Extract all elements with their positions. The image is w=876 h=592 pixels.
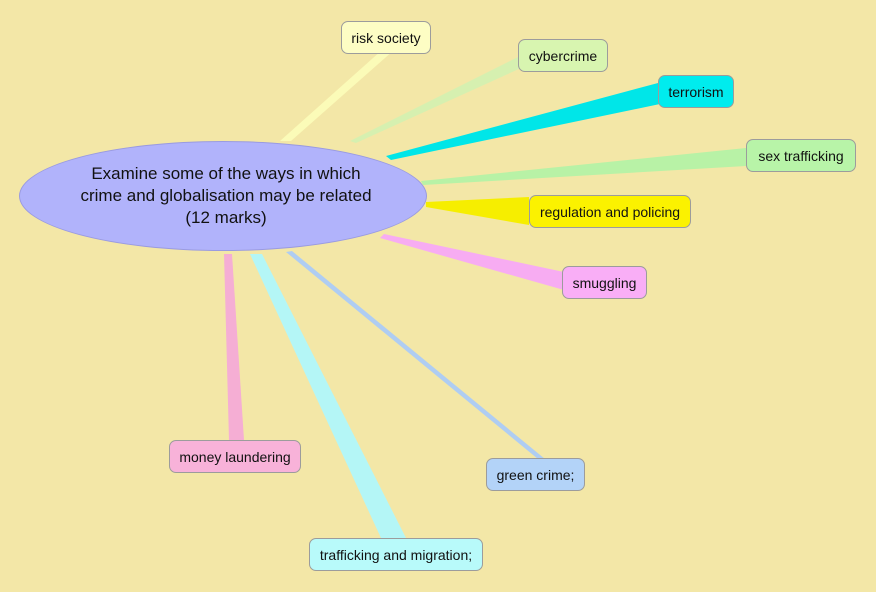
node-smuggling[interactable]: smuggling bbox=[562, 266, 647, 299]
node-trafficking-and-migration[interactable]: trafficking and migration; bbox=[309, 538, 483, 571]
node-label: green crime; bbox=[496, 466, 575, 483]
connector-regulation-and-policing bbox=[426, 197, 529, 225]
connector-sex-trafficking bbox=[421, 148, 746, 185]
central-topic-text: Examine some of the ways in which crime … bbox=[80, 164, 372, 227]
central-topic[interactable]: Examine some of the ways in which crime … bbox=[19, 141, 427, 251]
connector-terrorism bbox=[386, 83, 660, 160]
node-label: trafficking and migration; bbox=[319, 546, 473, 563]
node-label: regulation and policing bbox=[539, 203, 681, 220]
node-sex-trafficking[interactable]: sex trafficking bbox=[746, 139, 856, 172]
connector-risk-society bbox=[280, 50, 394, 141]
node-green-crime[interactable]: green crime; bbox=[486, 458, 585, 491]
connector-trafficking-and-migration bbox=[250, 254, 406, 538]
node-label: money laundering bbox=[179, 448, 291, 465]
node-label: terrorism bbox=[668, 83, 724, 100]
connector-green-crime bbox=[286, 251, 545, 459]
node-risk-society[interactable]: risk society bbox=[341, 21, 431, 54]
node-regulation-and-policing[interactable]: regulation and policing bbox=[529, 195, 691, 228]
node-label: cybercrime bbox=[528, 47, 598, 64]
node-money-laundering[interactable]: money laundering bbox=[169, 440, 301, 473]
connector-money-laundering bbox=[224, 254, 244, 440]
node-cybercrime[interactable]: cybercrime bbox=[518, 39, 608, 72]
connector-smuggling bbox=[380, 234, 564, 290]
node-terrorism[interactable]: terrorism bbox=[658, 75, 734, 108]
connector-cybercrime bbox=[350, 57, 521, 143]
node-label: risk society bbox=[351, 29, 421, 46]
node-label: sex trafficking bbox=[758, 147, 844, 164]
node-label: smuggling bbox=[572, 274, 637, 291]
